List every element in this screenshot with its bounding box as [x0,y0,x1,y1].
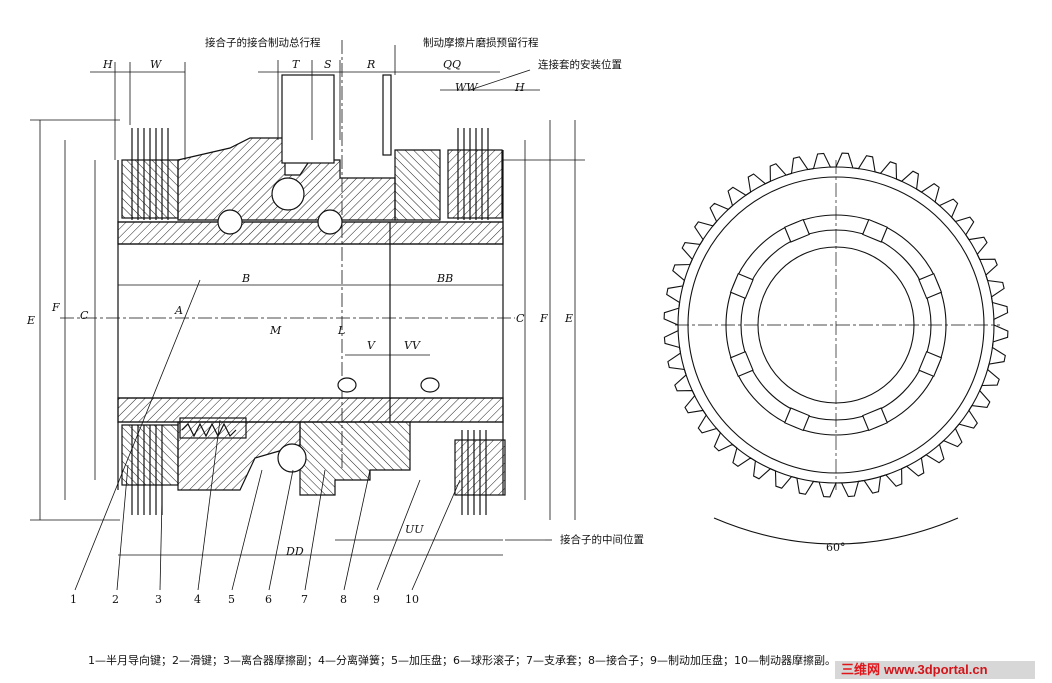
dim-QQ: QQ [443,58,462,71]
dim-S: S [324,58,332,71]
dim-H-right: H [515,81,525,94]
ball-top-1 [271,177,305,211]
dim-B: B [242,272,251,285]
part-number-7: 7 [301,593,308,606]
brake-friction-pack-top [447,128,503,220]
upper-right-disc [394,149,441,221]
part-number-3: 3 [155,593,162,606]
section-view [60,40,515,515]
part-number-2: 2 [112,593,119,606]
dim-L: L [338,324,346,337]
ball-top-3 [317,209,343,235]
part-number-9: 9 [373,593,380,606]
key-1 [337,377,357,393]
ball-bottom [277,443,307,473]
ball-top-2 [217,209,243,235]
bore-lug [729,350,754,378]
angle-arc [713,517,959,545]
label-total-travel: 接合子的接合制动总行程 [205,37,321,49]
dim-A: A [175,304,183,317]
gear-end-view [663,152,1009,545]
part-number-6: 6 [265,593,272,606]
dim-T: T [292,58,300,71]
clutch-friction-pack-bottom [121,424,179,515]
dim-C-right: C [516,312,525,325]
key-2 [420,377,440,393]
part-number-10: 10 [405,593,419,606]
hub-body [117,221,504,423]
part-number-1: 1 [70,593,77,606]
dim-E-right: E [565,312,574,325]
label-sleeve-install: 连接套的安装位置 [538,59,622,71]
label-angle: 60° [826,541,846,554]
dim-F-right: F [540,312,548,325]
dim-VV: VV [404,339,420,352]
part-number-5: 5 [228,593,235,606]
dim-V: V [367,339,375,352]
brake-friction-pack-bottom [454,430,506,515]
bore-lug [861,407,889,432]
bore-lug [861,218,889,243]
dim-E-left: E [27,314,36,327]
dim-WW: WW [455,81,478,94]
dim-R: R [367,58,376,71]
top-shaft [281,74,335,164]
watermark-cn: 三维网 [841,662,881,677]
label-brake-wear: 制动摩擦片磨损预留行程 [423,37,539,49]
bore-lug [783,407,811,432]
dim-W: W [150,58,162,71]
dim-F-left: F [52,301,60,314]
label-middle-position: 接合子的中间位置 [560,534,644,546]
watermark-url: www.3dportal.cn [884,662,988,677]
bore-lug [918,350,943,378]
hub-bottom-hatch [117,397,504,423]
dim-BB: BB [437,272,454,285]
bore-lug [918,272,943,300]
bore-lug [783,218,811,243]
bore-lug [729,272,754,300]
bore-lugs [729,218,943,432]
hub-top-hatch [117,221,504,245]
dim-C-left: C [80,309,89,322]
separation-spring [181,422,237,438]
dim-DD: DD [286,545,304,558]
clutch-friction-pack-top [121,128,179,220]
dim-UU: UU [405,523,424,536]
part-number-8: 8 [340,593,347,606]
part-number-4: 4 [194,593,201,606]
dim-M: M [270,324,282,337]
lower-sleeve [299,421,411,496]
dimension-lines [30,45,585,591]
dim-H-left: H [103,58,113,71]
figure-caption: 1—半月导向键；2—滑键；3—离合器摩擦副；4—分离弹簧；5—加压盘；6—球形滚… [88,654,836,667]
